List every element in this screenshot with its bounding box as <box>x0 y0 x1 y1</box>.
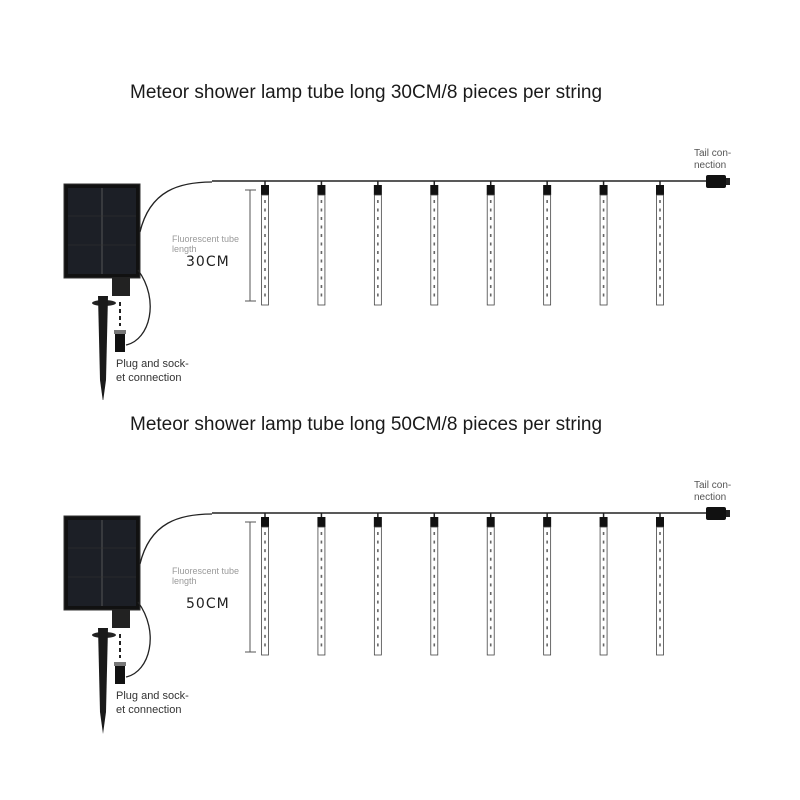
lamp-tube <box>373 181 382 306</box>
lamp-tube <box>599 513 608 656</box>
lamp-tube <box>317 181 326 306</box>
tube-group <box>261 181 664 306</box>
tube-group <box>261 513 664 656</box>
diagram-title: Meteor shower lamp tube long 50CM/8 piec… <box>130 414 603 435</box>
lamp-tube <box>261 181 269 306</box>
tube-length-value: 50CM <box>186 596 230 612</box>
lamp-tube <box>599 181 608 306</box>
fluorescent-length-label: Fluorescent tube length <box>172 566 240 586</box>
diagram-svg <box>63 175 730 400</box>
plug-connection-label: Plug and sock- et connection <box>116 358 189 384</box>
lamp-tube <box>656 513 664 656</box>
diagram-svg <box>63 507 730 734</box>
diagram-50cm: Meteor shower lamp tube long 50CM/8 piec… <box>0 332 800 734</box>
diagram-title: Meteor shower lamp tube long 30CM/8 piec… <box>130 82 603 103</box>
lamp-tube <box>373 513 382 656</box>
solar-panel-icon <box>63 183 141 279</box>
lamp-tube <box>656 181 664 306</box>
ground-stake-icon <box>92 610 130 734</box>
lamp-tube <box>317 513 326 656</box>
lamp-tube <box>430 181 439 306</box>
fluorescent-length-label: Fluorescent tube length <box>172 234 240 254</box>
lamp-tube <box>486 181 495 306</box>
solar-panel-icon <box>63 515 141 611</box>
ground-stake-icon <box>92 278 130 400</box>
lamp-tube <box>543 513 552 656</box>
length-dimension <box>245 189 256 302</box>
lamp-tube <box>430 513 439 656</box>
plug-icon <box>114 302 126 352</box>
tail-connection-label: Tail con- nection <box>694 480 732 503</box>
lamp-tube <box>486 513 495 656</box>
tube-length-value: 30CM <box>186 254 230 270</box>
diagram-30cm: Meteor shower lamp tube long 30CM/8 piec… <box>63 82 732 400</box>
plug-connection-label: Plug and sock- et connection <box>116 690 189 716</box>
plug-icon <box>114 634 126 684</box>
lamp-tube <box>261 513 269 656</box>
lamp-tube <box>543 181 552 306</box>
tail-connector-icon <box>706 175 730 188</box>
length-dimension <box>245 521 256 653</box>
tail-connection-label: Tail con- nection <box>694 148 732 171</box>
tail-connector-icon <box>706 507 730 520</box>
